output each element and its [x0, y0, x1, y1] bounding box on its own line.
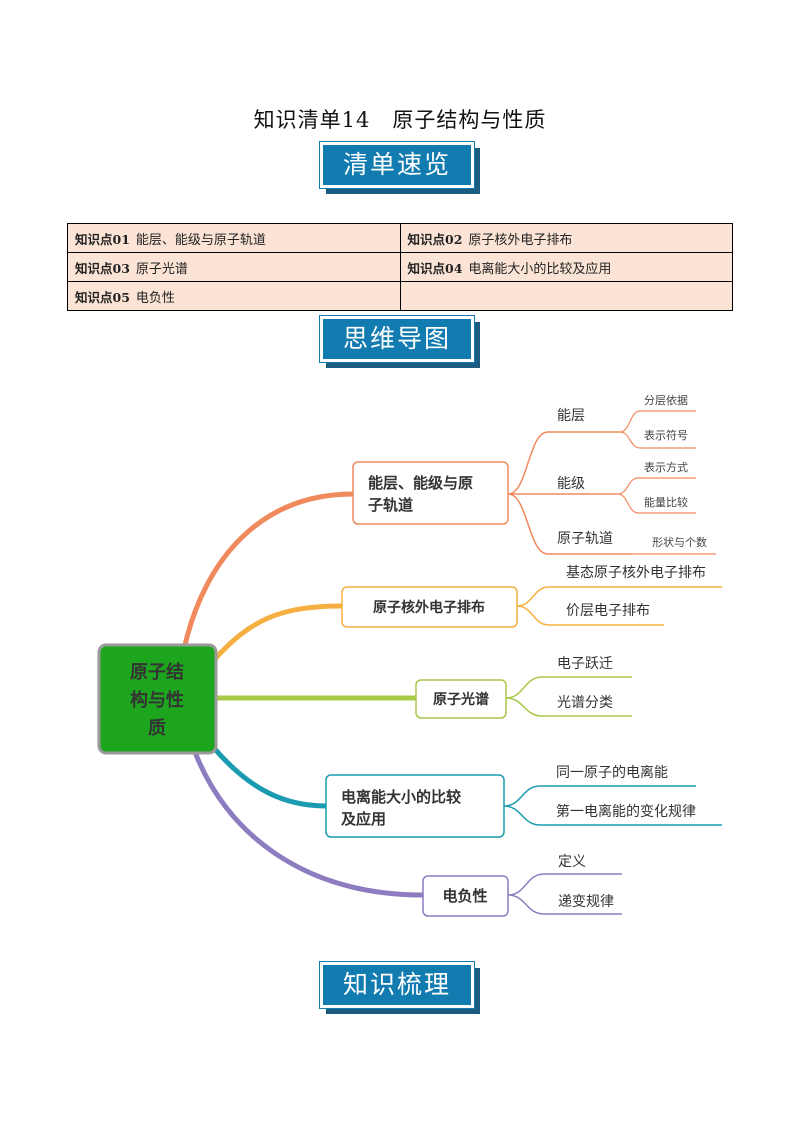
branch-node-5	[422, 875, 509, 917]
table-row: 知识点01 能层、能级与原子轨道 知识点02 原子核外电子排布	[67, 223, 733, 253]
leaf-shape-count: 形状与个数	[652, 535, 707, 549]
knowledge-point-table: 知识点01 能层、能级与原子轨道 知识点02 原子核外电子排布 知识点03 原子光谱 …	[67, 223, 733, 311]
overview-banner: 清单速览	[319, 141, 480, 194]
mind-map: 原子结 构与性 质 能层、能级与原 子轨道 能层 能级 原子轨道 分层依据 表示…	[97, 393, 722, 917]
overview-banner-label: 清单速览	[319, 141, 475, 189]
mindmap-banner: 思维导图	[319, 315, 480, 368]
branch-node-2	[341, 586, 518, 628]
branch-node-1	[352, 461, 509, 525]
point-number: 知识点01	[75, 231, 130, 247]
subnode-energy-level: 能级	[557, 476, 585, 492]
leaf-notation: 表示方式	[644, 460, 688, 474]
subnode-atomic-orbital: 原子轨道	[557, 531, 613, 547]
subnode-transition: 电子跃迁	[557, 656, 613, 672]
mindmap-banner-label: 思维导图	[319, 315, 475, 363]
center-node-label-1: 原子结	[130, 661, 184, 683]
point-title: 能层、能级与原子轨道	[135, 232, 266, 248]
leaf-connectors-energy-shell	[619, 410, 696, 449]
table-cell: 知识点04 电离能大小的比较及应用	[399, 252, 733, 282]
point-title: 原子光谱	[135, 261, 188, 277]
center-node-label-2: 构与性	[130, 689, 184, 711]
point-number: 知识点05	[75, 289, 130, 305]
center-node-label-3: 质	[148, 718, 166, 739]
leaf-connectors-energy-level	[617, 477, 696, 514]
table-row: 知识点03 原子光谱 知识点04 电离能大小的比较及应用	[67, 252, 733, 282]
branch-1-children-connector	[507, 431, 632, 555]
subnode-spectrum-types: 光谱分类	[557, 695, 613, 711]
review-banner-label: 知识梳理	[319, 961, 475, 1009]
table-row: 知识点05 电负性	[67, 281, 733, 311]
subnode-definition: 定义	[558, 854, 586, 870]
point-number: 知识点02	[407, 231, 463, 247]
branch-5-children-connector	[507, 873, 622, 915]
page-title: 知识清单14 原子结构与性质	[253, 108, 547, 132]
branch-node-3-label: 原子光谱	[433, 691, 489, 708]
leaf-energy-compare: 能量比较	[644, 495, 688, 509]
branch-node-1-label-2: 子轨道	[368, 496, 413, 514]
branch-node-5-label: 电负性	[442, 887, 487, 905]
branch-node-3	[415, 679, 507, 719]
branch-2-children-connector	[516, 586, 722, 626]
leaf-symbol: 表示符号	[644, 428, 688, 442]
table-cell-empty	[399, 281, 733, 311]
branch-node-2-label: 原子核外电子排布	[373, 599, 485, 616]
point-title: 电负性	[135, 290, 175, 306]
table-cell: 知识点05 电负性	[67, 281, 401, 311]
table-cell: 知识点03 原子光谱	[67, 252, 401, 282]
branch-connector-1	[182, 491, 356, 648]
branch-connector-2	[211, 603, 345, 663]
subnode-same-atom: 同一原子的电离能	[556, 764, 668, 781]
center-node	[97, 643, 218, 755]
point-title: 原子核外电子排布	[468, 232, 573, 248]
subnode-first-ionization: 第一电离能的变化规律	[556, 803, 696, 820]
branch-3-children-connector	[505, 676, 632, 717]
branch-node-4-label-1: 电离能大小的比较	[341, 788, 461, 806]
subnode-valence: 价层电子排布	[566, 603, 650, 619]
branch-4-children-connector	[503, 785, 722, 826]
table-cell: 知识点02 原子核外电子排布	[399, 223, 733, 253]
point-number: 知识点03	[75, 260, 130, 276]
subnode-energy-shell: 能层	[557, 408, 585, 424]
point-title: 电离能大小的比较及应用	[468, 261, 612, 277]
leaf-basis: 分层依据	[644, 393, 688, 407]
review-banner: 知识梳理	[319, 961, 480, 1014]
subnode-trend: 递变规律	[558, 894, 614, 910]
subnode-ground-state: 基态原子核外电子排布	[566, 564, 706, 581]
branch-connector-5	[192, 749, 426, 898]
branch-connector-4	[211, 745, 329, 809]
point-number: 知识点04	[407, 260, 463, 276]
branch-node-4-label-2: 及应用	[341, 810, 386, 828]
table-cell: 知识点01 能层、能级与原子轨道	[67, 223, 401, 253]
branch-node-1-label-1: 能层、能级与原	[368, 474, 473, 492]
